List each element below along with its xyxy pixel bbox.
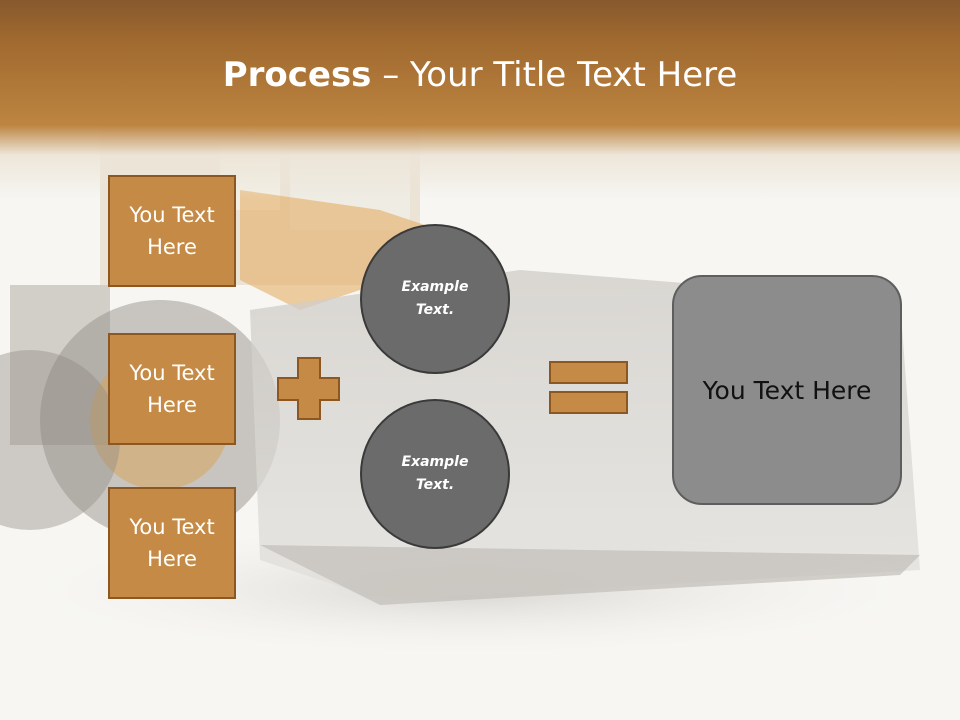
title-rest: – Your Title Text Here	[371, 55, 738, 95]
circle-label: Example Text.	[401, 454, 469, 493]
example-circle-1[interactable]: Example Text.	[360, 224, 510, 374]
text-box-label: You Text Here	[129, 361, 215, 417]
text-box-1[interactable]: You Text Here	[108, 175, 236, 287]
text-box-label: You Text Here	[129, 203, 215, 259]
plus-icon	[277, 357, 340, 420]
result-label: You Text Here	[702, 375, 872, 405]
circle-label: Example Text.	[401, 279, 469, 318]
title-bar	[0, 0, 960, 200]
slide-title: Process – Your Title Text Here	[0, 54, 960, 96]
text-box-2[interactable]: You Text Here	[108, 333, 236, 445]
title-bold: Process	[222, 55, 372, 95]
result-box[interactable]: You Text Here	[672, 275, 902, 505]
example-circle-2[interactable]: Example Text.	[360, 399, 510, 549]
equals-icon	[549, 361, 628, 414]
text-box-label: You Text Here	[129, 515, 215, 571]
text-box-3[interactable]: You Text Here	[108, 487, 236, 599]
